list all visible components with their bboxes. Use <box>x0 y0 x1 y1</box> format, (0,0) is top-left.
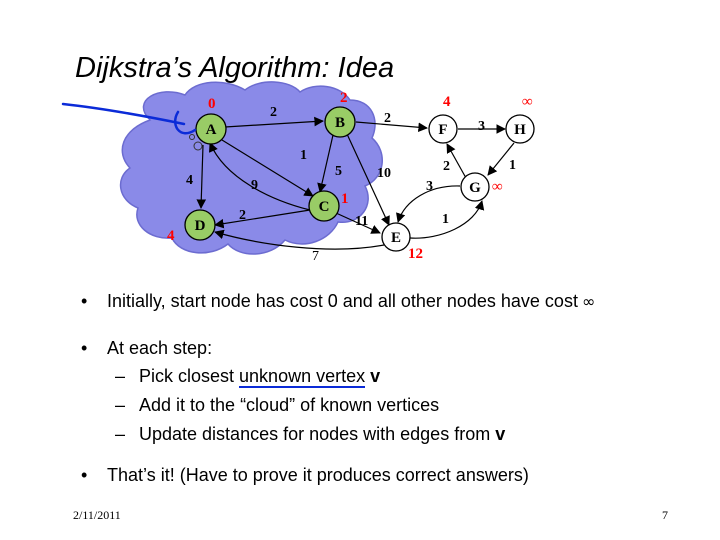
distance-a: 0 <box>208 96 216 112</box>
weight-a-c: 1 <box>300 148 307 163</box>
node-f: F <box>428 114 458 144</box>
edge-c-e <box>335 212 381 234</box>
underlined-unknown-vertex: unknown vertex <box>239 366 366 388</box>
distance-d: 4 <box>167 228 175 244</box>
bullet-each-step-text: At each step: <box>107 338 213 358</box>
bullet-each-step: At each step: Pick closest unknown verte… <box>75 336 595 449</box>
weight-b-c: 5 <box>335 164 342 179</box>
edge-c-a <box>209 142 311 211</box>
svg-text:G: G <box>469 180 481 196</box>
weight-a-d: 4 <box>186 173 193 188</box>
edge-b-f <box>355 121 428 133</box>
distance-c: 1 <box>341 191 349 207</box>
edge-c-d <box>214 209 311 229</box>
weight-f-h: 3 <box>478 119 485 134</box>
var-v: v <box>370 366 381 386</box>
weight-b-e: 10 <box>377 166 391 181</box>
distance-b: 2 <box>340 90 348 106</box>
distance-f: 4 <box>443 94 451 110</box>
bullet-initially-text: Initially, start node has cost 0 and all… <box>107 291 578 311</box>
svg-text:A: A <box>206 122 217 138</box>
svg-text:C: C <box>319 199 330 215</box>
weight-b-f: 2 <box>384 111 391 126</box>
weight-g-f: 2 <box>443 159 450 174</box>
graph-edges <box>196 116 515 250</box>
weight-e-g: 1 <box>442 212 449 227</box>
edge-g-e <box>396 185 461 223</box>
distance-h: ∞ <box>522 94 533 110</box>
svg-text:B: B <box>335 115 345 131</box>
edge-e-g <box>409 200 485 239</box>
footer-date: 2/11/2011 <box>73 508 121 522</box>
edge-b-c <box>317 134 334 193</box>
node-h: H <box>505 114 535 144</box>
bullet-thats-it: That’s it! (Have to prove it produces co… <box>75 463 595 487</box>
node-e: E <box>381 222 411 252</box>
bullet-list: Initially, start node has cost 0 and all… <box>75 289 595 487</box>
slide-title: Dijkstra’s Algorithm: Idea <box>75 52 395 84</box>
node-d: D <box>184 209 216 241</box>
graph-diagram: 2 1 4 9 5 2 10 2 11 7 3 2 1 3 1 A B <box>61 81 535 264</box>
infinity-symbol: ∞ <box>581 292 596 311</box>
weight-a-b: 2 <box>270 105 277 120</box>
edge-a-d <box>196 144 207 209</box>
weight-e-d: 7 <box>312 249 319 264</box>
edge-e-d <box>214 229 385 250</box>
edge-g-f <box>446 143 467 179</box>
sub-bullet-pick: Pick closest unknown vertex v <box>107 362 595 391</box>
svg-text:H: H <box>514 122 526 138</box>
svg-text:E: E <box>391 230 401 246</box>
node-distances: 0 2 1 4 12 4 ∞ ∞ <box>167 90 533 262</box>
weight-g-e: 3 <box>426 179 433 194</box>
edge-h-g <box>487 142 515 176</box>
edge-a-c <box>221 139 314 197</box>
pen-annotation-arrow <box>61 102 197 135</box>
var-v: v <box>495 424 506 444</box>
node-b: B <box>324 106 356 138</box>
weight-c-d: 2 <box>239 208 246 223</box>
node-a: A <box>195 113 227 145</box>
weight-c-a: 9 <box>251 178 258 193</box>
edge-weights: 2 1 4 9 5 2 10 2 11 7 3 2 1 3 1 <box>186 105 516 264</box>
weight-h-g: 1 <box>509 158 516 173</box>
distance-e: 12 <box>408 246 423 262</box>
distance-g: ∞ <box>492 179 503 195</box>
sub-bullet-update: Update distances for nodes with edges fr… <box>107 420 595 449</box>
weight-c-e: 11 <box>355 214 368 229</box>
page-number: 7 <box>662 508 668 522</box>
edge-b-e <box>346 133 390 226</box>
svg-text:F: F <box>438 122 447 138</box>
node-g: G <box>460 172 490 202</box>
graph-nodes: A B C D E F G <box>184 106 535 252</box>
node-c: C <box>308 190 340 222</box>
bullet-initially: Initially, start node has cost 0 and all… <box>75 289 595 314</box>
edge-a-b <box>224 116 324 128</box>
svg-text:D: D <box>195 218 206 234</box>
sub-bullet-add: Add it to the “cloud” of known vertices <box>107 391 595 420</box>
sub-bullet-list: Pick closest unknown vertex v Add it to … <box>107 362 595 449</box>
